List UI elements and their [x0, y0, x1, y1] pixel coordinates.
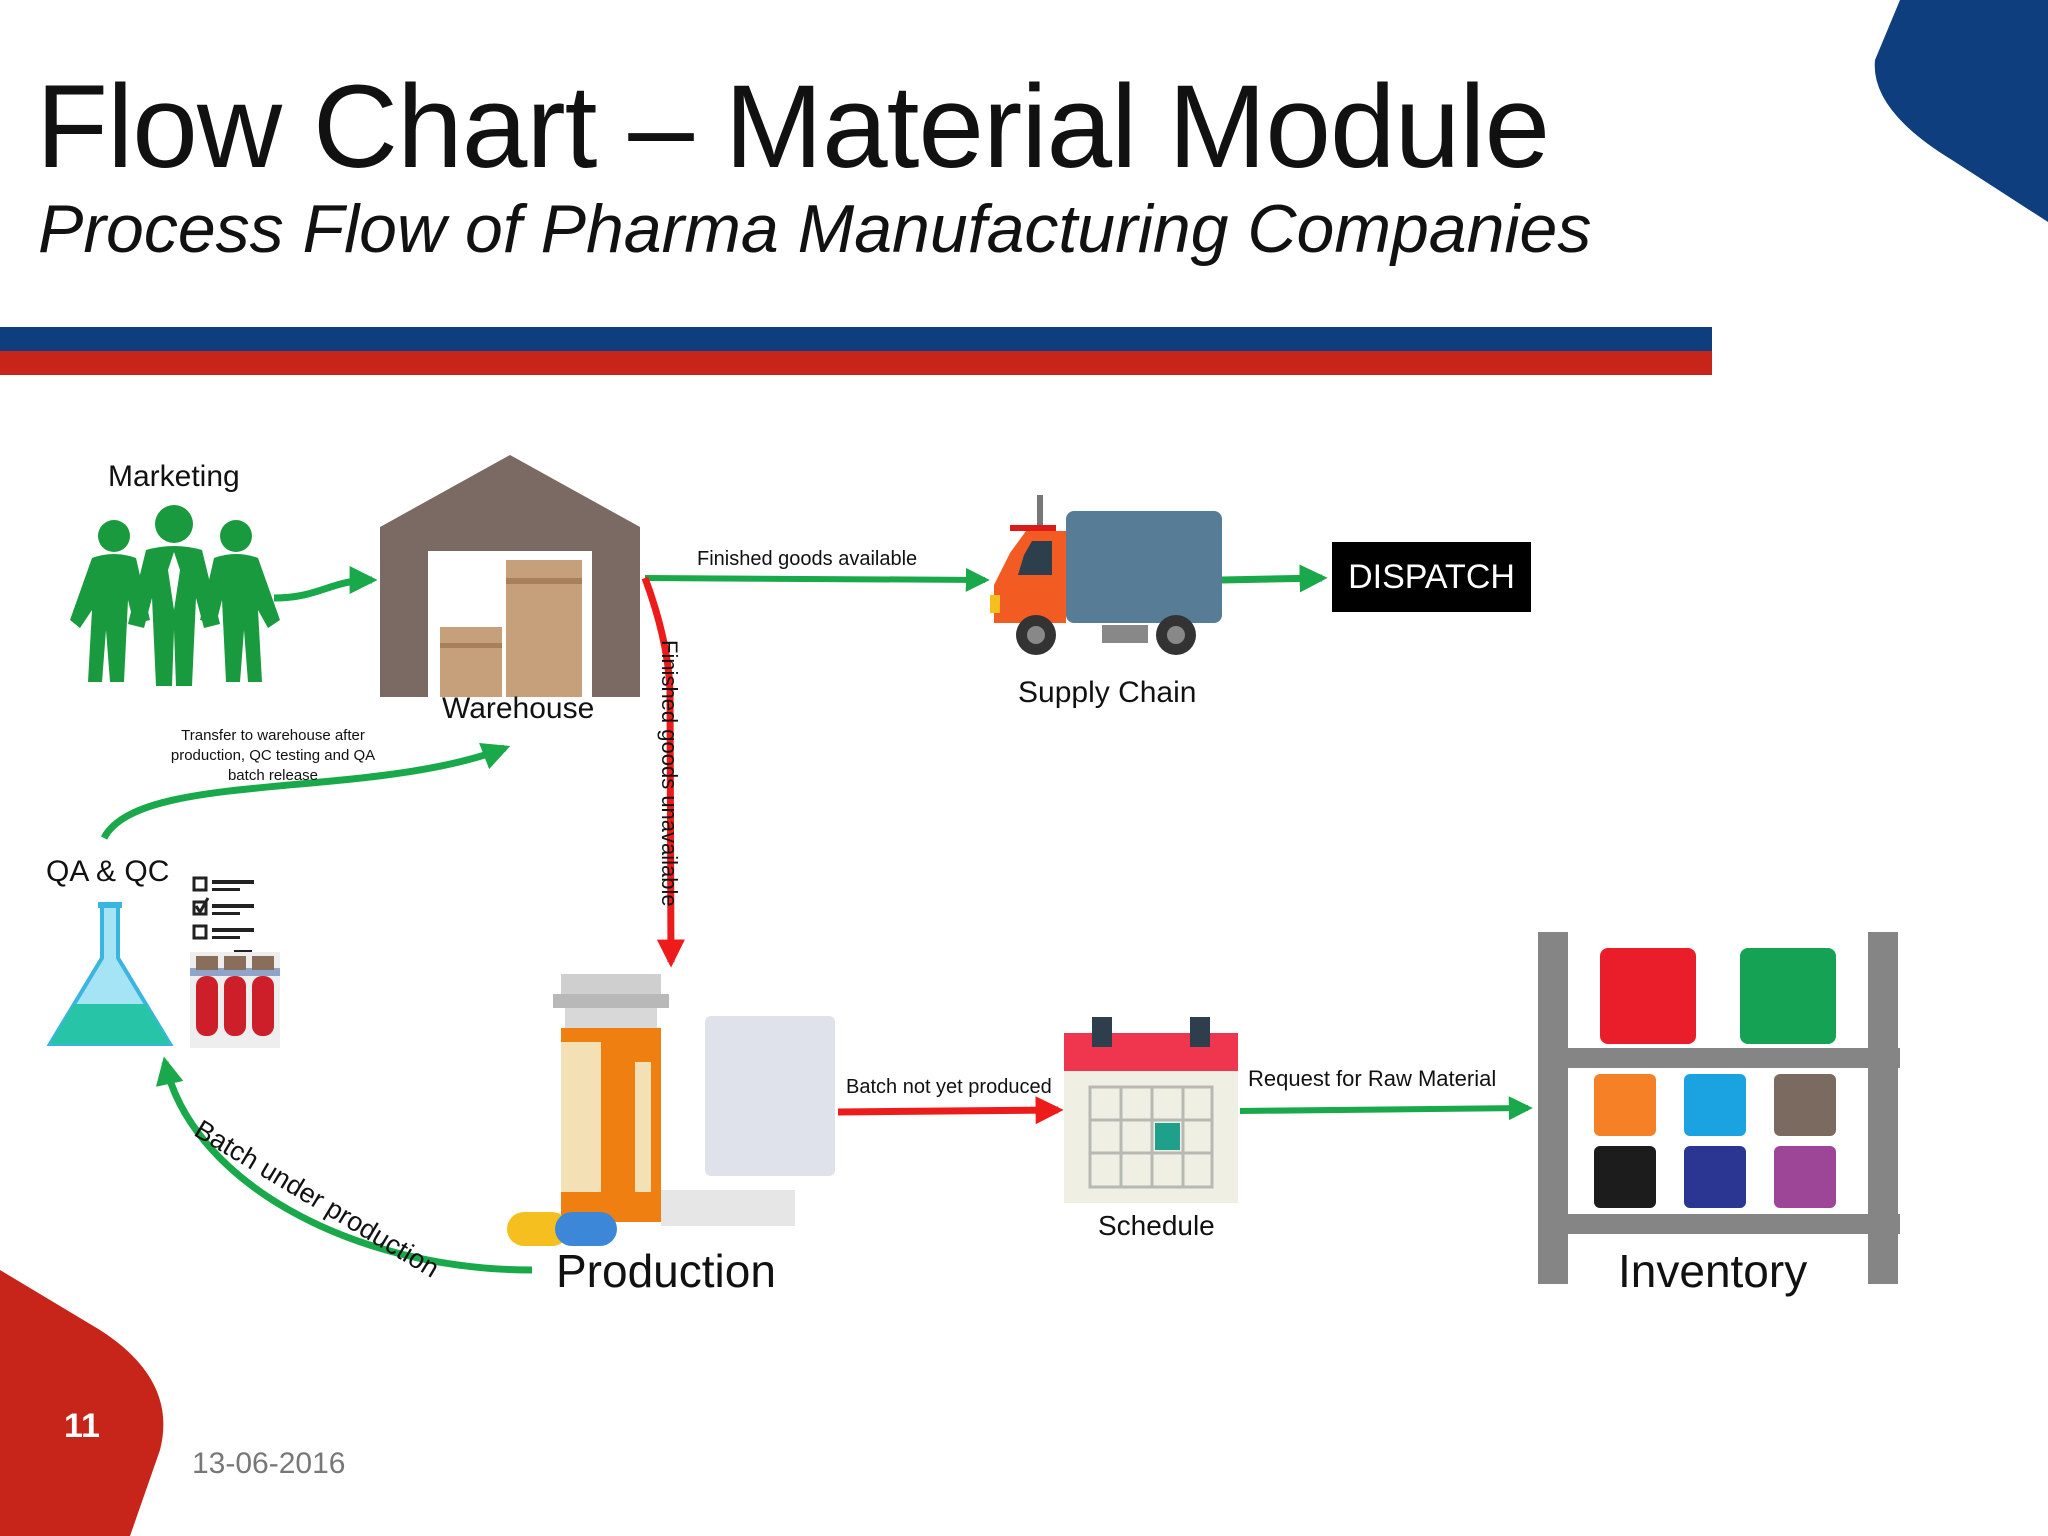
inventory-label: Inventory — [1618, 1245, 1808, 1297]
finished-goods-available-label: Finished goods available — [697, 548, 918, 570]
supply-chain-label: Supply Chain — [1018, 676, 1197, 709]
arrow-marketing-to-warehouse — [273, 566, 378, 602]
header-bar-red — [0, 351, 1712, 375]
checklist-test-tubes-icon — [190, 876, 280, 1048]
arrow-supply-chain-to-dispatch — [1221, 564, 1328, 593]
warehouse-label: Warehouse — [442, 692, 595, 725]
marketing-label: Marketing — [108, 460, 240, 493]
qa-qc-label: QA & QC — [46, 855, 170, 888]
arrow-qa-to-warehouse — [100, 742, 511, 840]
request-raw-material-label: Request for Raw Material — [1248, 1066, 1497, 1091]
marketing-people-icon — [70, 505, 280, 686]
arrow-schedule-to-inventory — [1239, 1096, 1533, 1121]
warehouse-icon — [380, 455, 640, 697]
arrow-warehouse-to-supply-chain — [644, 567, 990, 592]
corner-shape-bottom-left — [0, 1270, 164, 1536]
arrow-production-to-schedule — [837, 1096, 1064, 1125]
corner-shape-top-right — [1874, 0, 2048, 222]
page-subtitle: Process Flow of Pharma Manufacturing Com… — [38, 191, 1592, 267]
production-label: Production — [556, 1245, 776, 1297]
header-bar-blue — [0, 327, 1712, 351]
schedule-label: Schedule — [1098, 1210, 1215, 1241]
transfer-to-warehouse-note: Transfer to warehouse after production, … — [170, 727, 376, 784]
page-number: 11 — [64, 1407, 100, 1445]
arrow-warehouse-to-production — [641, 576, 685, 968]
slide-date: 13-06-2016 — [192, 1447, 346, 1480]
lab-flask-icon — [46, 902, 252, 1046]
page-title: Flow Chart – Material Module — [36, 61, 1550, 193]
batch-not-yet-produced-label: Batch not yet produced — [846, 1076, 1052, 1098]
truck-icon — [990, 495, 1222, 655]
finished-goods-unavailable-label: Finished goods unavailable — [657, 640, 682, 907]
arrow-production-to-qa — [155, 1056, 533, 1274]
medicine-bottle-icon — [507, 974, 835, 1246]
calendar-icon — [1064, 1017, 1238, 1203]
inventory-shelf-icon — [1538, 932, 1900, 1284]
dispatch-box: DISPATCH — [1332, 542, 1531, 612]
